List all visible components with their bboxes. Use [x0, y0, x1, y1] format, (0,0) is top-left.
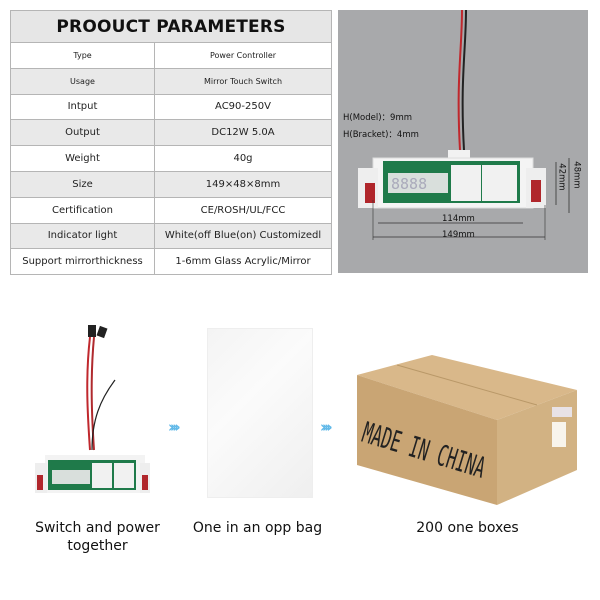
- bracket-height-label: H(Bracket)：4mm: [343, 130, 419, 140]
- inner-width-label: 114mm: [442, 214, 475, 224]
- param-label: Usage: [10, 67, 155, 95]
- outer-height-label: 48mm: [571, 161, 582, 189]
- param-label: Output: [10, 119, 155, 147]
- outer-width-label: 149mm: [442, 230, 475, 240]
- param-value: Mirror Touch Switch: [154, 67, 332, 95]
- param-label: Weight: [10, 145, 155, 172]
- param-value: Power Controller: [154, 42, 332, 69]
- table-title: PROOUCT PARAMETERS: [10, 10, 332, 43]
- param-label: Indicator light: [10, 222, 155, 250]
- step-caption: One in an opp bag: [192, 520, 323, 536]
- param-value: 1-6mm Glass Acrylic/Mirror: [154, 248, 332, 276]
- step-caption: Switch and power together: [35, 520, 160, 554]
- param-label: Intput: [10, 93, 155, 121]
- opp-bag-image: [207, 328, 313, 498]
- param-value: 40g: [154, 145, 332, 172]
- step-caption: 200 one boxes: [416, 520, 519, 536]
- param-value: CE/ROSH/UL/FCC: [154, 196, 332, 224]
- param-label: Type: [10, 42, 155, 69]
- carton-box-image: MADE IN CHINA: [357, 355, 577, 505]
- dimension-photo: 8888 H(Model)：9mm H(Bracket)：4mm 114mm 1…: [338, 9, 588, 273]
- svg-text:8888: 8888: [391, 175, 427, 193]
- inner-height-label: 42mm: [556, 163, 567, 191]
- param-value: AC90-250V: [154, 93, 332, 121]
- arrow-right-icon: ››››: [168, 418, 181, 436]
- param-value: DC12W 5.0A: [154, 119, 332, 147]
- model-height-label: H(Model)：9mm: [343, 113, 413, 123]
- arrow-right-icon: ››››: [320, 418, 333, 436]
- param-value: 149×48×8mm: [154, 170, 332, 198]
- switch-with-cable-image: [35, 325, 150, 493]
- param-label: Certification: [10, 196, 155, 224]
- param-value: White(off Blue(on) Customizedl: [154, 222, 332, 250]
- switch-dimension-drawing: 8888: [358, 9, 570, 240]
- param-label: Support mirrorthickness: [10, 248, 155, 276]
- param-label: Size: [10, 170, 155, 198]
